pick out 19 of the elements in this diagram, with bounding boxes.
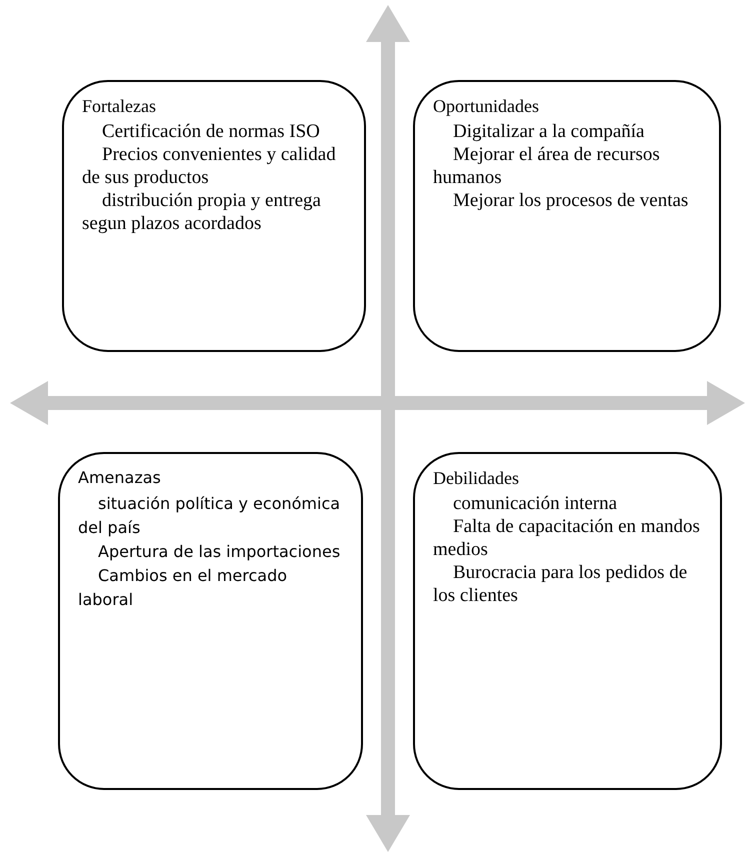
- list-item: Mejorar el área de recursos humanos: [433, 143, 661, 189]
- quadrant-box: [413, 452, 722, 790]
- quadrant-box: [58, 452, 363, 790]
- list-item: Falta de capacitación en mandos medios: [433, 515, 701, 561]
- list-item: situación política y económica del país: [78, 493, 342, 539]
- list-item: Certificación de normas ISO: [101, 120, 321, 143]
- list-item: comunicación interna: [452, 492, 618, 515]
- list-item: Burocracia para los pedidos de los clientes: [433, 561, 688, 607]
- list-item: Apertura de las importaciones: [97, 541, 342, 563]
- quadrant-box: [413, 80, 721, 352]
- quadrant-heading: Debilidades: [433, 467, 520, 490]
- quadrant-heading: Fortalezas: [82, 95, 157, 118]
- list-item: Digitalizar a la compañía: [452, 120, 646, 143]
- list-item: distribución propia y entrega segun plazos acordados: [82, 189, 322, 235]
- list-item: Cambios en el mercado laboral: [78, 565, 288, 611]
- list-item: Mejorar los procesos de ventas: [452, 189, 690, 212]
- quadrant-heading: Oportunidades: [433, 95, 540, 118]
- quadrant-box: [62, 80, 366, 352]
- quadrant-heading: Amenazas: [78, 467, 162, 489]
